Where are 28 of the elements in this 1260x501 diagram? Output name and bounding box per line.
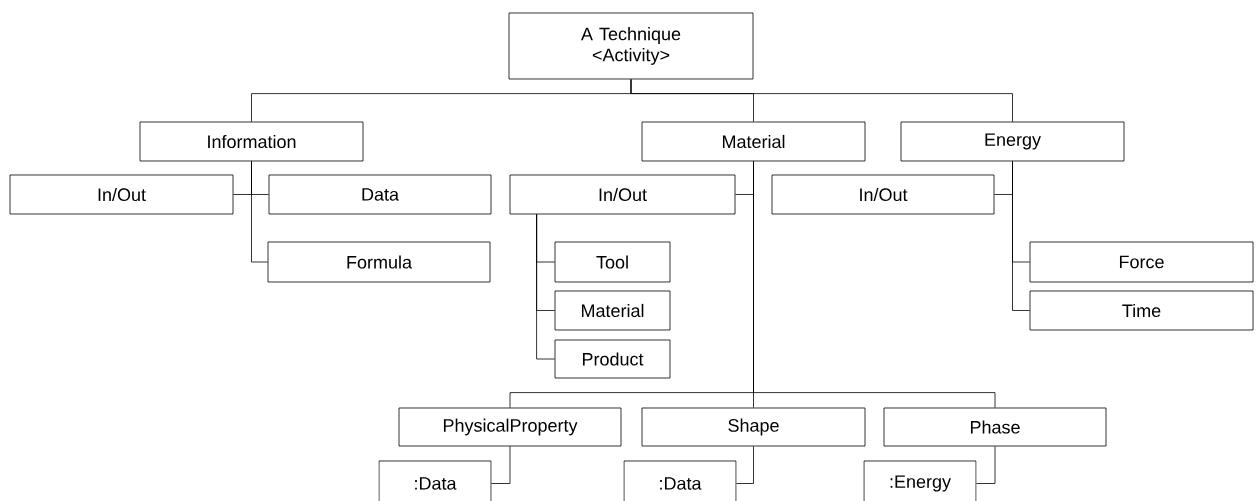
tree-box: Material xyxy=(641,121,866,162)
connector-line xyxy=(753,161,996,408)
tree-box: :Data xyxy=(623,460,737,501)
tree-box: Data xyxy=(268,174,492,215)
tree-box: Product xyxy=(554,339,671,379)
tree-box: Information xyxy=(139,121,364,162)
tree-box: :Energy xyxy=(863,460,977,501)
connector-line xyxy=(251,161,268,263)
tree-box: In/Out xyxy=(509,174,736,215)
tree-box: In/Out xyxy=(771,174,995,215)
connector-line xyxy=(736,446,754,484)
tree-box: Tool xyxy=(554,241,671,283)
tree-box: Phase xyxy=(883,407,1107,447)
tree-box: Formula xyxy=(267,241,491,283)
connector-line xyxy=(1012,161,1030,311)
tree-box: A Technique <Activity> xyxy=(508,12,754,80)
tree-box: :Data xyxy=(378,460,492,501)
tree-box: Force xyxy=(1029,241,1254,283)
tree-box: Material xyxy=(554,290,671,331)
tree-box: PhysicalProperty xyxy=(398,407,622,447)
tree-box: Time xyxy=(1029,290,1254,331)
connector-line xyxy=(976,446,996,484)
tree-box: Energy xyxy=(900,121,1125,162)
connector-line xyxy=(536,214,555,360)
tree-box: In/Out xyxy=(9,174,234,215)
tree-box: Shape xyxy=(641,407,866,447)
connector-line xyxy=(491,446,511,484)
connector-line xyxy=(630,79,1013,122)
